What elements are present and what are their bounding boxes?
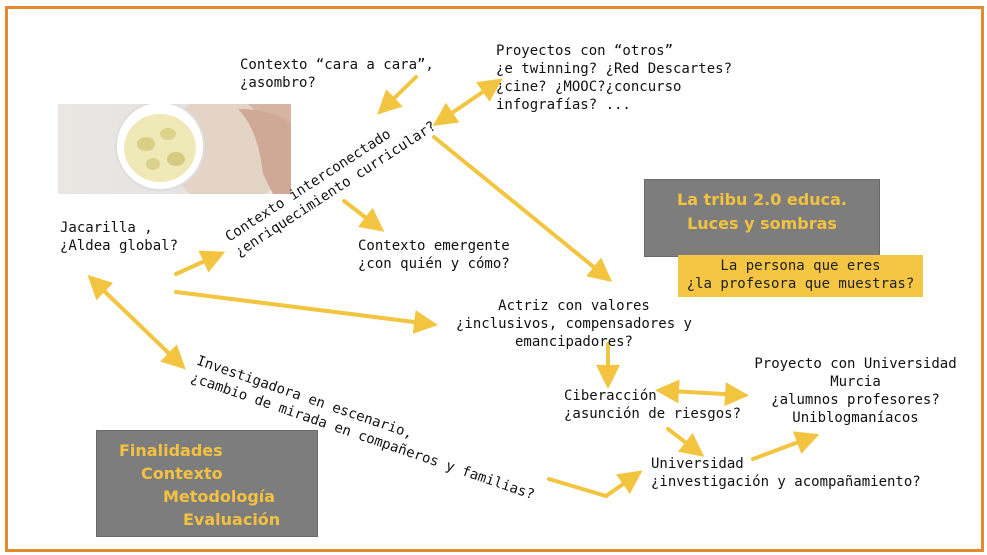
- arrow-ciberaccion-proyecto: [655, 379, 749, 407]
- node-jacarilla: Jacarilla , ¿Aldea global?: [60, 220, 179, 254]
- legend-box: Finalidades Contexto Metodología Evaluac…: [96, 430, 318, 537]
- legend-item-contexto: Contexto: [141, 464, 223, 483]
- node-proyectos-con-otros: Proyectos con “otros” ¿e twinning? ¿Red …: [496, 43, 733, 113]
- node-universidad: Universidad ¿investigación y acompañamie…: [651, 456, 921, 490]
- arrow-universidad-to-proyecto: [751, 431, 820, 461]
- arrow-to-universidad: [666, 427, 705, 457]
- arrow-investigadora-universidad: [547, 470, 643, 499]
- legend-item-metodologia: Metodología: [163, 487, 276, 506]
- subtitle-line-2: ¿la profesora que muestras?: [686, 276, 915, 292]
- subtitle-line-1: La persona que eres: [720, 258, 881, 274]
- node-proyecto-universidad-murcia: Proyecto con Universidad Murcia ¿alumnos…: [754, 356, 957, 426]
- subtitle-box: La persona que eres ¿la profesora que mu…: [678, 255, 923, 297]
- arrow-proyectos-otros: [432, 78, 503, 126]
- node-contexto-emergente: Contexto emergente ¿con quién y cómo?: [358, 238, 510, 272]
- node-ciberaccion: Ciberacción ¿asunción de riesgos?: [564, 388, 742, 422]
- legend-item-evaluacion: Evaluación: [183, 510, 281, 529]
- title-line-1: La tribu 2.0 educa.: [677, 190, 847, 209]
- arrows-layer: [87, 75, 820, 499]
- node-actriz-con-valores: Actriz con valores ¿inclusivos, compensa…: [455, 298, 692, 350]
- title-box: La tribu 2.0 educa. Luces y sombras: [644, 179, 880, 257]
- arrow-jacarilla-to-actriz: [174, 290, 438, 334]
- arrow-to-contexto-emergente: [342, 199, 385, 232]
- legend-item-finalidades: Finalidades: [119, 441, 223, 460]
- arrow-to-actriz-diagonal: [432, 135, 613, 283]
- arrow-to-contexto-cara: [377, 75, 418, 115]
- title-line-2: Luces y sombras: [687, 214, 837, 233]
- arrow-jacarilla-to-interconectado: [174, 250, 226, 276]
- ginger-tea-photo: [58, 104, 291, 194]
- arrow-jacarilla-investigadora: [87, 274, 186, 370]
- diagram-frame: Contexto “cara a cara”, ¿asombro? Proyec…: [5, 6, 984, 552]
- node-contexto-cara-a-cara: Contexto “cara a cara”, ¿asombro?: [240, 57, 434, 91]
